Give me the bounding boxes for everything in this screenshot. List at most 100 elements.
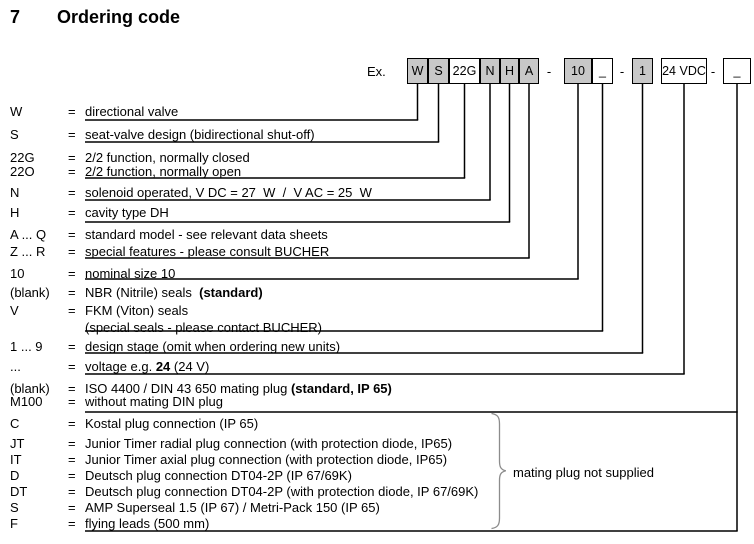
legend-code: 1 ... 9 (10, 339, 43, 354)
legend-description: flying leads (500 mm) (85, 516, 209, 531)
legend-code: H (10, 205, 20, 220)
legend-description: special features - please consult BUCHER (85, 244, 329, 259)
legend-description: Deutsch plug connection DT04-2P (with pr… (85, 484, 478, 499)
code-box: S (428, 58, 449, 84)
legend-code: N (10, 185, 20, 200)
legend-row: W = directional valve (0, 104, 754, 119)
legend-code: S (10, 127, 19, 142)
code-box: 10 (564, 58, 592, 84)
legend-row: (special seals - please contact BUCHER) (0, 320, 754, 335)
legend-description-part: directional valve (85, 104, 179, 119)
equals-sign: = (68, 127, 76, 142)
legend-description: cavity type DH (85, 205, 169, 220)
code-separator: - (619, 63, 625, 79)
equals-sign: = (68, 416, 76, 431)
legend-description: FKM (Viton) seals (85, 303, 188, 318)
code-box: 1 (632, 58, 653, 84)
equals-sign: = (68, 303, 76, 318)
legend-code: DT (10, 484, 28, 499)
legend-row: (blank) = NBR (Nitrile) seals (standard) (0, 285, 754, 300)
legend-code: M100 (10, 394, 43, 409)
equals-sign: = (68, 436, 76, 451)
equals-sign: = (68, 394, 76, 409)
legend-description-part: Junior Timer axial plug connection (with… (85, 452, 448, 467)
legend-code: JT (10, 436, 25, 451)
legend-row: 22G = 2/2 function, normally closed (0, 150, 754, 165)
legend-description-part: AMP Superseal 1.5 (IP 67) / Metri-Pack 1… (85, 500, 380, 515)
legend-description: AMP Superseal 1.5 (IP 67) / Metri-Pack 1… (85, 500, 380, 515)
legend-description-part: FKM (Viton) seals (85, 303, 189, 318)
legend-code: Z ... R (10, 244, 46, 259)
legend-row: DT = Deutsch plug connection DT04-2P (with… (0, 484, 754, 499)
legend-description-part: 2/2 function, normally closed (85, 150, 250, 165)
equals-sign: = (68, 516, 76, 531)
legend-description-part: voltage e.g. (85, 359, 156, 374)
equals-sign: = (68, 381, 76, 396)
code-box: _ (592, 58, 613, 84)
legend-row: M100 = without mating DIN plug (0, 394, 754, 409)
legend-row: IT=Junior Timer axial plug connection (w… (0, 452, 754, 467)
legend-description: Junior Timer radial plug connection (wit… (85, 436, 452, 451)
equals-sign: = (68, 484, 76, 499)
code-box: N (480, 58, 500, 84)
equals-sign: = (68, 452, 76, 467)
legend-row: S=AMP Superseal 1.5 (IP 67) / Metri-Pack… (0, 500, 754, 515)
legend-code: A ... Q (10, 227, 47, 242)
legend-row: Z ... R=special features - please consul… (0, 244, 754, 259)
equals-sign: = (68, 150, 76, 165)
equals-sign: = (68, 185, 76, 200)
legend-code: D (10, 468, 20, 483)
code-box: 24 VDC (661, 58, 707, 84)
legend-code: S (10, 500, 19, 515)
legend-row: A ... Q=standard model - see relevant da… (0, 227, 754, 242)
legend-description-part: nominal size 10 (85, 266, 176, 281)
legend-code: ... (10, 359, 21, 374)
code-separator: - (546, 63, 552, 79)
legend-row: ...=voltage e.g. 24 (24 V) (0, 359, 754, 374)
legend-description-part: NBR (Nitrile) seals (85, 285, 200, 300)
legend-row: H = cavity type DH (0, 205, 754, 220)
legend-description-part: Kostal plug connection (IP 65) (85, 416, 259, 431)
equals-sign: = (68, 227, 76, 242)
code-box: _ (723, 58, 751, 84)
legend-description-part: (standard, IP 65) (290, 381, 392, 396)
legend-code: 22O (10, 164, 35, 179)
legend-description: 2/2 function, normally open (85, 164, 241, 179)
legend-row: 1 ... 9 = design stage (omit when ordering… (0, 339, 754, 354)
equals-sign: = (68, 285, 76, 300)
legend-code: F (10, 516, 18, 531)
legend-row: 22O=2/2 function, normally open (0, 164, 754, 179)
legend-description-part: (special seals - please contact BUCHER) (85, 320, 322, 335)
legend-code: 22G (10, 150, 35, 165)
section-title-text: Ordering code (57, 7, 181, 27)
equals-sign: = (68, 468, 76, 483)
equals-sign: = (68, 104, 76, 119)
legend-row: N = solenoid operated, V DC = 27 W / V AC … (0, 185, 754, 200)
legend-description: directional valve (85, 104, 178, 119)
legend-code: (blank) (10, 285, 50, 300)
code-box: W (407, 58, 428, 84)
equals-sign: = (68, 339, 76, 354)
legend-description-part: 24 (155, 359, 171, 374)
legend-description-part: Deutsch plug connection DT04-2P (with pr… (85, 484, 479, 499)
legend-code: W (10, 104, 23, 119)
legend-description-part: flying leads (500 mm) (85, 516, 210, 531)
equals-sign: = (68, 205, 76, 220)
code-separator: - (710, 63, 716, 79)
legend-row: 10=nominal size 10 (0, 266, 754, 281)
legend-description: (special seals - please contact BUCHER) (85, 320, 322, 335)
legend-description-part: solenoid operated, V DC = 27 W / V AC = … (85, 185, 372, 200)
code-box: H (500, 58, 519, 84)
legend-description-part: design stage (omit when ordering new uni… (85, 339, 341, 354)
legend-description-part: special features - please consult BUCHER (85, 244, 330, 259)
code-box: A (519, 58, 539, 84)
legend-description: solenoid operated, V DC = 27 W / V AC = … (85, 185, 372, 200)
legend-row: D = Deutsch plug connection DT04-2P (IP 67… (0, 468, 754, 483)
legend-description-part: (24 V) (170, 359, 210, 374)
legend-description-part: (standard) (199, 285, 263, 300)
legend-description: without mating DIN plug (85, 394, 223, 409)
legend-description: Deutsch plug connection DT04-2P (IP 67/6… (85, 468, 352, 483)
legend-row: C=Kostal plug connection (IP 65) (0, 416, 754, 431)
